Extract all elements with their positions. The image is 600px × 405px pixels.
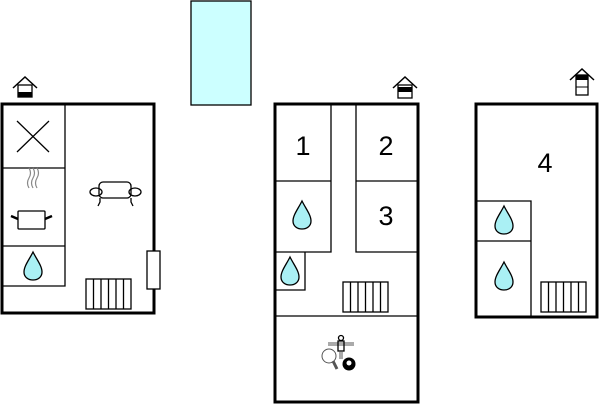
floor-plan-upper: 4 <box>474 67 599 319</box>
water-drop-icon <box>280 256 300 286</box>
water-drop-icon <box>494 205 514 235</box>
door <box>146 250 161 290</box>
water-drop-icon <box>23 251 43 281</box>
room-label-4: 4 <box>537 148 552 178</box>
pool <box>190 0 252 106</box>
room-label-1: 1 <box>295 131 310 161</box>
radiator-icon <box>85 278 132 310</box>
radiator-icon <box>540 281 587 313</box>
water-drop-icon <box>494 261 514 291</box>
radiator-icon <box>342 281 389 313</box>
house-ground-floor-icon <box>12 75 38 98</box>
room-label-2: 2 <box>378 131 393 161</box>
sofa-icon <box>89 181 142 207</box>
floor-plan-ground-middle: 1 2 3 <box>273 75 420 404</box>
water-drop-icon <box>292 200 312 230</box>
activity-games-icon <box>321 334 356 371</box>
house-ground-floor-icon <box>392 75 418 99</box>
kitchen-cross-icon <box>16 120 50 153</box>
house-upper-floor-icon <box>569 67 595 96</box>
cooking-pot-icon <box>10 167 53 230</box>
room-label-3: 3 <box>378 201 393 231</box>
floor-plan-ground-left <box>0 75 161 315</box>
